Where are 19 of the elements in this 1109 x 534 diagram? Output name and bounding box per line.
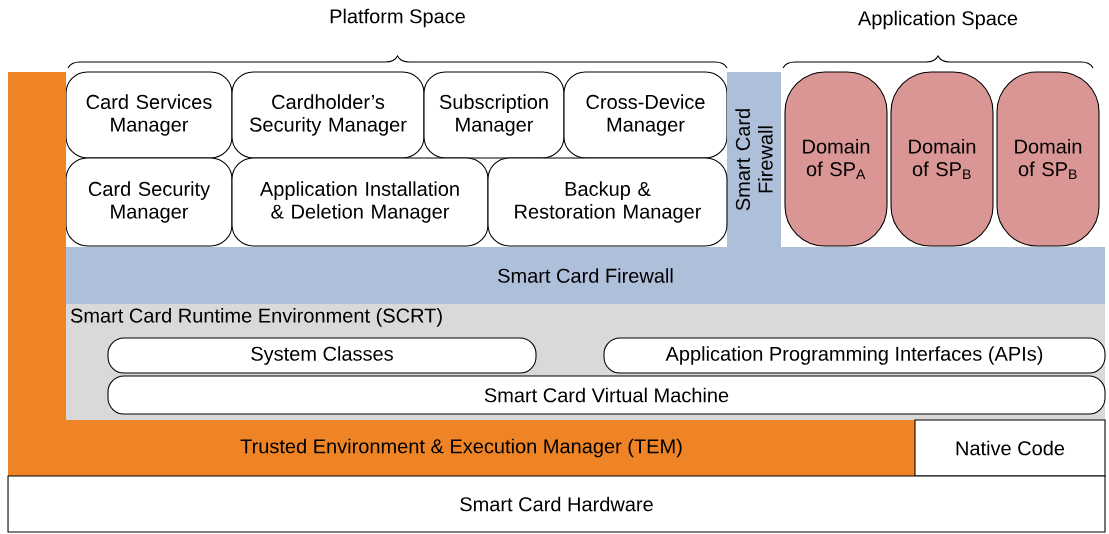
manager-box: Application Installation & Deletion Manager — [231, 157, 489, 247]
domain-capsule: Domain of SP$_{B}$ — [996, 71, 1100, 247]
side-bar — [8, 72, 66, 420]
manager-box: Card Security Manager — [65, 157, 233, 247]
manager-box: Cross-Device Manager — [563, 71, 728, 159]
space-label: Platform Space — [330, 8, 465, 28]
component-capsule: System Classes — [107, 337, 537, 374]
component-capsule: Smart Card Virtual Machine — [107, 375, 1106, 415]
node-label: Smart Card Firewall — [735, 109, 773, 211]
firewall-band: Smart Card Firewall — [727, 72, 781, 247]
native-code-box: Native Code — [914, 419, 1106, 477]
component-capsule: Application Programming Interfaces (APIs) — [603, 337, 1106, 374]
domain-capsule: Domain of SP$_{A}$ — [784, 71, 888, 247]
manager-box: Subscription Manager — [423, 71, 565, 159]
manager-box: Card Services Manager — [65, 71, 233, 159]
space-label: Application Space — [858, 10, 1018, 30]
manager-box: Cardholder’s Security Manager — [231, 71, 425, 159]
domain-capsule: Domain of SP$_{B}$ — [890, 71, 994, 247]
manager-box: Backup & Restoration Manager — [487, 157, 728, 247]
